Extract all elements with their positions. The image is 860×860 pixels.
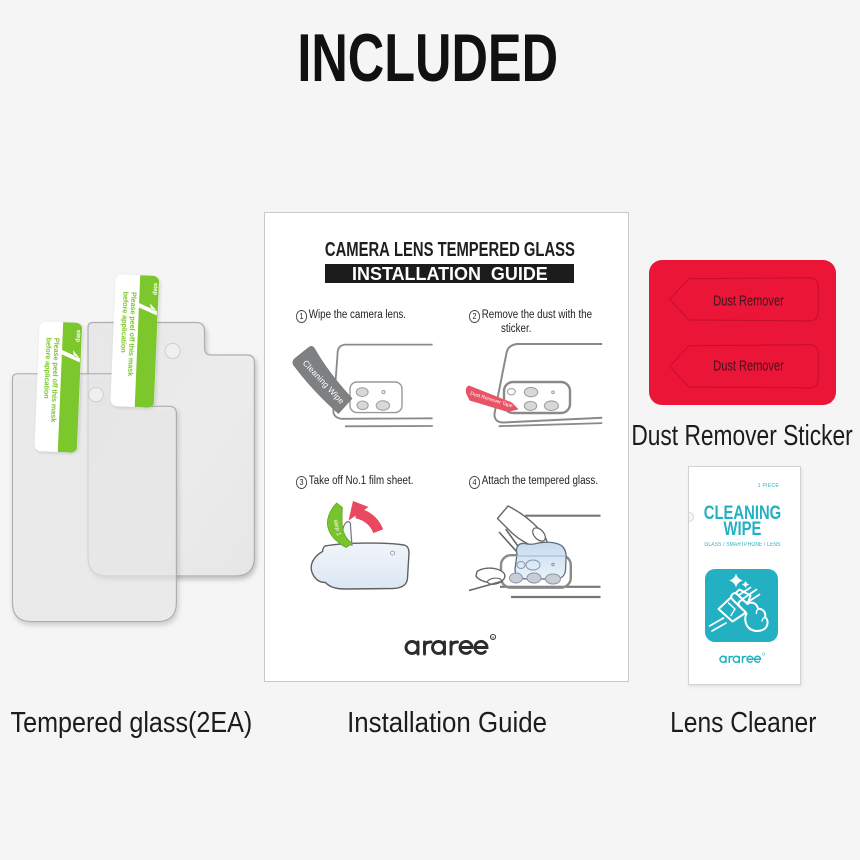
svg-text:Dust Remover: Dust Remover <box>713 358 784 375</box>
svg-text:R: R <box>492 635 495 640</box>
svg-text:step 1: step 1 <box>332 519 341 537</box>
svg-text:Dust Remover: Dust Remover <box>713 292 784 309</box>
